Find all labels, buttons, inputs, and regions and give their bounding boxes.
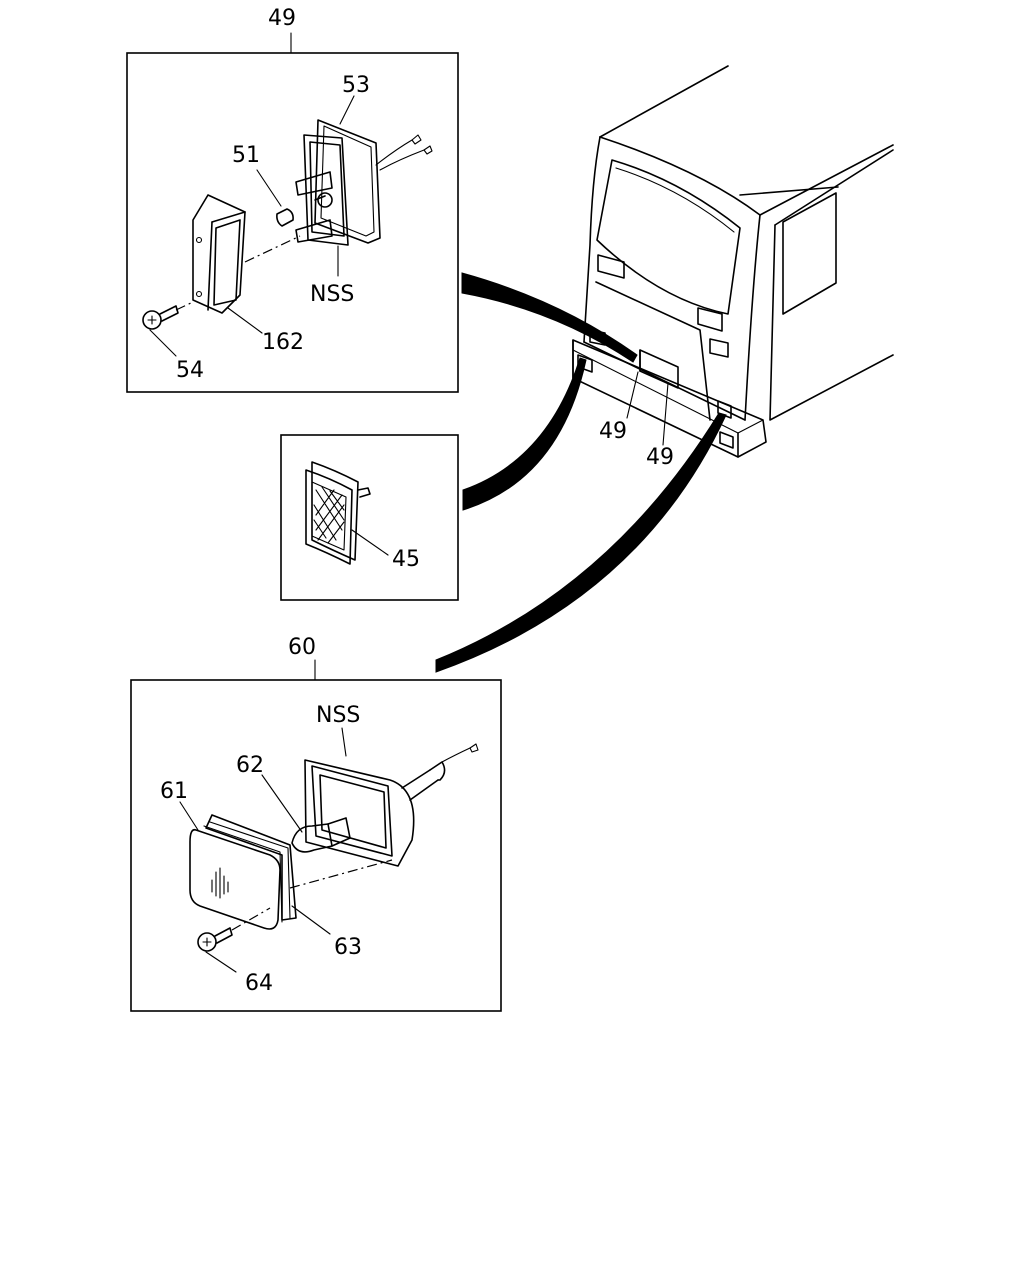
label-part-162: 162	[262, 330, 304, 355]
label-part-64: 64	[245, 971, 273, 996]
lamp-base-nss	[295, 134, 349, 246]
box-assembly-60: 60	[130, 635, 502, 1012]
connector-arcs	[435, 272, 727, 673]
label-part-54: 54	[176, 358, 204, 383]
arc-to-box-60	[435, 412, 727, 673]
lamp-lens-162	[192, 194, 246, 314]
label-part-53: 53	[342, 73, 370, 98]
label-nss-top: NSS	[310, 282, 354, 307]
arc-to-box-49	[461, 272, 638, 363]
box-assembly-49: 49	[126, 6, 459, 393]
label-truck-49-b: 49	[646, 445, 674, 470]
bulb-62	[291, 817, 351, 853]
gasket-53	[314, 119, 381, 244]
bulb-51	[276, 208, 294, 227]
label-truck-49-a: 49	[599, 419, 627, 444]
reflector-45	[305, 461, 371, 565]
label-assy-60: 60	[288, 635, 316, 660]
lamp-lens-61	[189, 821, 291, 930]
label-part-45: 45	[392, 547, 420, 572]
screw-64	[197, 927, 233, 952]
label-part-61: 61	[160, 779, 188, 804]
label-nss-bottom: NSS	[316, 703, 360, 728]
screw-54	[142, 305, 179, 330]
wire-harness	[375, 139, 425, 171]
label-part-51: 51	[232, 143, 260, 168]
box-reflector-45: 45	[280, 434, 459, 601]
label-part-63: 63	[334, 935, 362, 960]
truck-cab	[572, 65, 894, 458]
label-part-62: 62	[236, 753, 264, 778]
lamp-housing-nss	[304, 743, 479, 867]
arc-to-box-45	[462, 357, 587, 511]
label-assy-49: 49	[268, 6, 296, 31]
gasket-63	[205, 814, 297, 921]
